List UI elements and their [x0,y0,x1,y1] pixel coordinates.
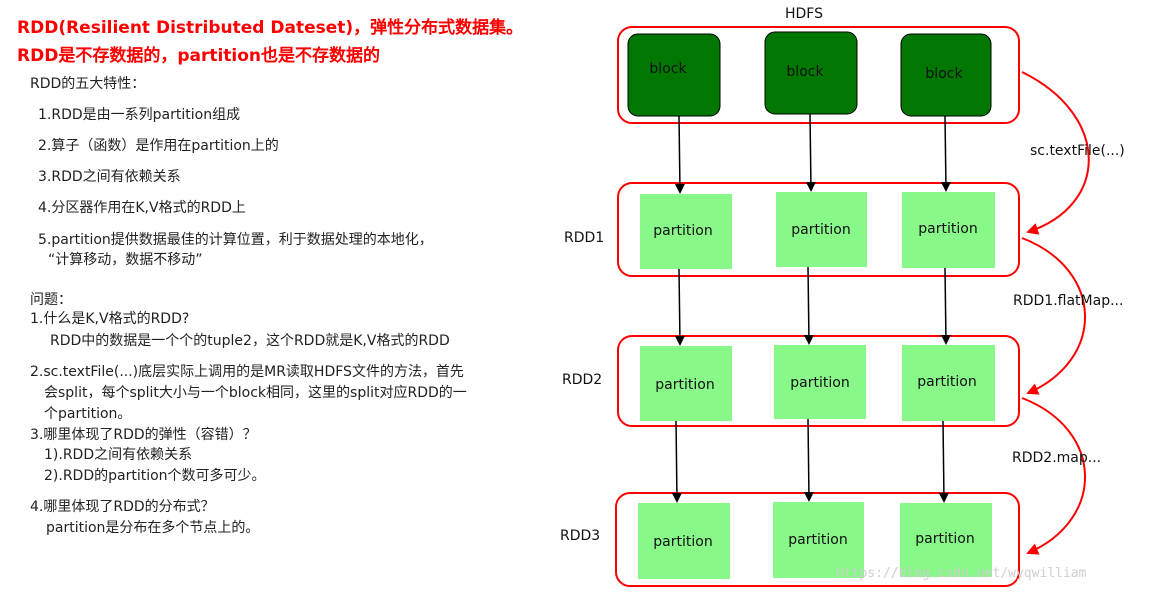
rdd1-label: RDD1 [564,230,604,246]
hdfs-block [627,33,721,117]
partition-label: partition [655,377,714,393]
block-label: block [925,66,963,82]
arrow-down [671,420,682,503]
title-line-2: RDD是不存数据的，partition也是不存数据的 [17,46,381,66]
question-item-continued: 个partition。 [44,406,132,422]
feature-item: 5.partition提供数据最佳的计算位置，利于数据处理的本地化， [38,232,433,248]
question-item: 2.sc.textFile(...)底层实际上调用的是MR读取HDFS文件的方法… [30,364,464,380]
answer-item: 1).RDD之间有依赖关系 [44,447,193,463]
transform-label-textfile: sc.textFile(...) [1030,143,1125,159]
rdd2-partition [640,346,732,421]
rdd3-partition [773,502,864,578]
rdd1-partition [776,192,867,267]
arrow-down [674,268,685,346]
rdd3-partition [638,503,730,579]
partition-label: partition [915,531,974,547]
partition-label: partition [918,221,977,237]
rdd3-partition [900,503,992,577]
question-item-continued: 会split，每个split大小与一个block相同，这里的split对应RDD… [44,385,467,401]
rdd2-container [617,335,1020,427]
answer-item: partition是分布在多个节点上的。 [46,520,260,536]
answer-item: RDD中的数据是一个个的tuple2，这个RDD就是K,V格式的RDD [50,333,450,349]
block-label: block [786,64,824,80]
partition-label: partition [791,222,850,238]
hdfs-container [617,26,1020,124]
arrow-down [940,115,951,192]
curve-arrow-textfile [1021,71,1090,235]
feature-item: 2.算子（函数）是作用在partition上的 [38,138,279,154]
rdd2-partition [774,345,866,419]
transform-label-map: RDD2.map... [1012,450,1101,466]
arrow-down [805,113,816,192]
partition-label: partition [653,534,712,550]
question-item: 3.哪里体现了RDD的弹性（容错）？ [30,427,257,443]
rdd3-label: RDD3 [560,528,600,544]
arrow-down [674,115,685,194]
partition-label: partition [788,532,847,548]
partition-label: partition [917,374,976,390]
features-heading: RDD的五大特性： [30,76,146,92]
transform-label-flatmap: RDD1.flatMap... [1013,293,1123,309]
questions-heading: 问题： [30,292,72,308]
arrow-down [940,267,951,345]
hdfs-block [764,31,858,115]
feature-item: 4.分区器作用在K,V格式的RDD上 [38,200,246,216]
partition-label: partition [790,375,849,391]
answer-item: 2).RDD的partition个数可多可少。 [44,468,266,484]
arrow-down [938,420,949,503]
feature-item: 3.RDD之间有依赖关系 [38,169,181,185]
rdd1-partition [902,192,995,268]
rdd2-label: RDD2 [562,372,602,388]
curve-arrow-flatmap [1021,237,1086,395]
partition-label: partition [653,223,712,239]
arrow-down [803,418,814,502]
title-line-1: RDD(Resilient Distributed Dateset)，弹性分布式… [17,18,524,38]
rdd1-container [617,182,1020,277]
arrow-down [803,266,814,345]
rdd1-partition [640,194,732,269]
rdd2-partition [902,345,995,421]
hdfs-block [900,33,992,117]
block-label: block [649,61,687,77]
watermark: https://blog.csdn.net/wyqwilliam [836,566,1087,581]
rdd3-container [615,492,1020,587]
feature-item-continued: “计算移动，数据不移动” [48,252,203,268]
hdfs-label: HDFS [785,6,823,22]
question-item: 1.什么是K,V格式的RDD? [30,311,190,327]
question-item: 4.哪里体现了RDD的分布式？ [30,499,215,515]
curve-arrow-map [1021,397,1086,555]
feature-item: 1.RDD是由一系列partition组成 [38,107,241,123]
